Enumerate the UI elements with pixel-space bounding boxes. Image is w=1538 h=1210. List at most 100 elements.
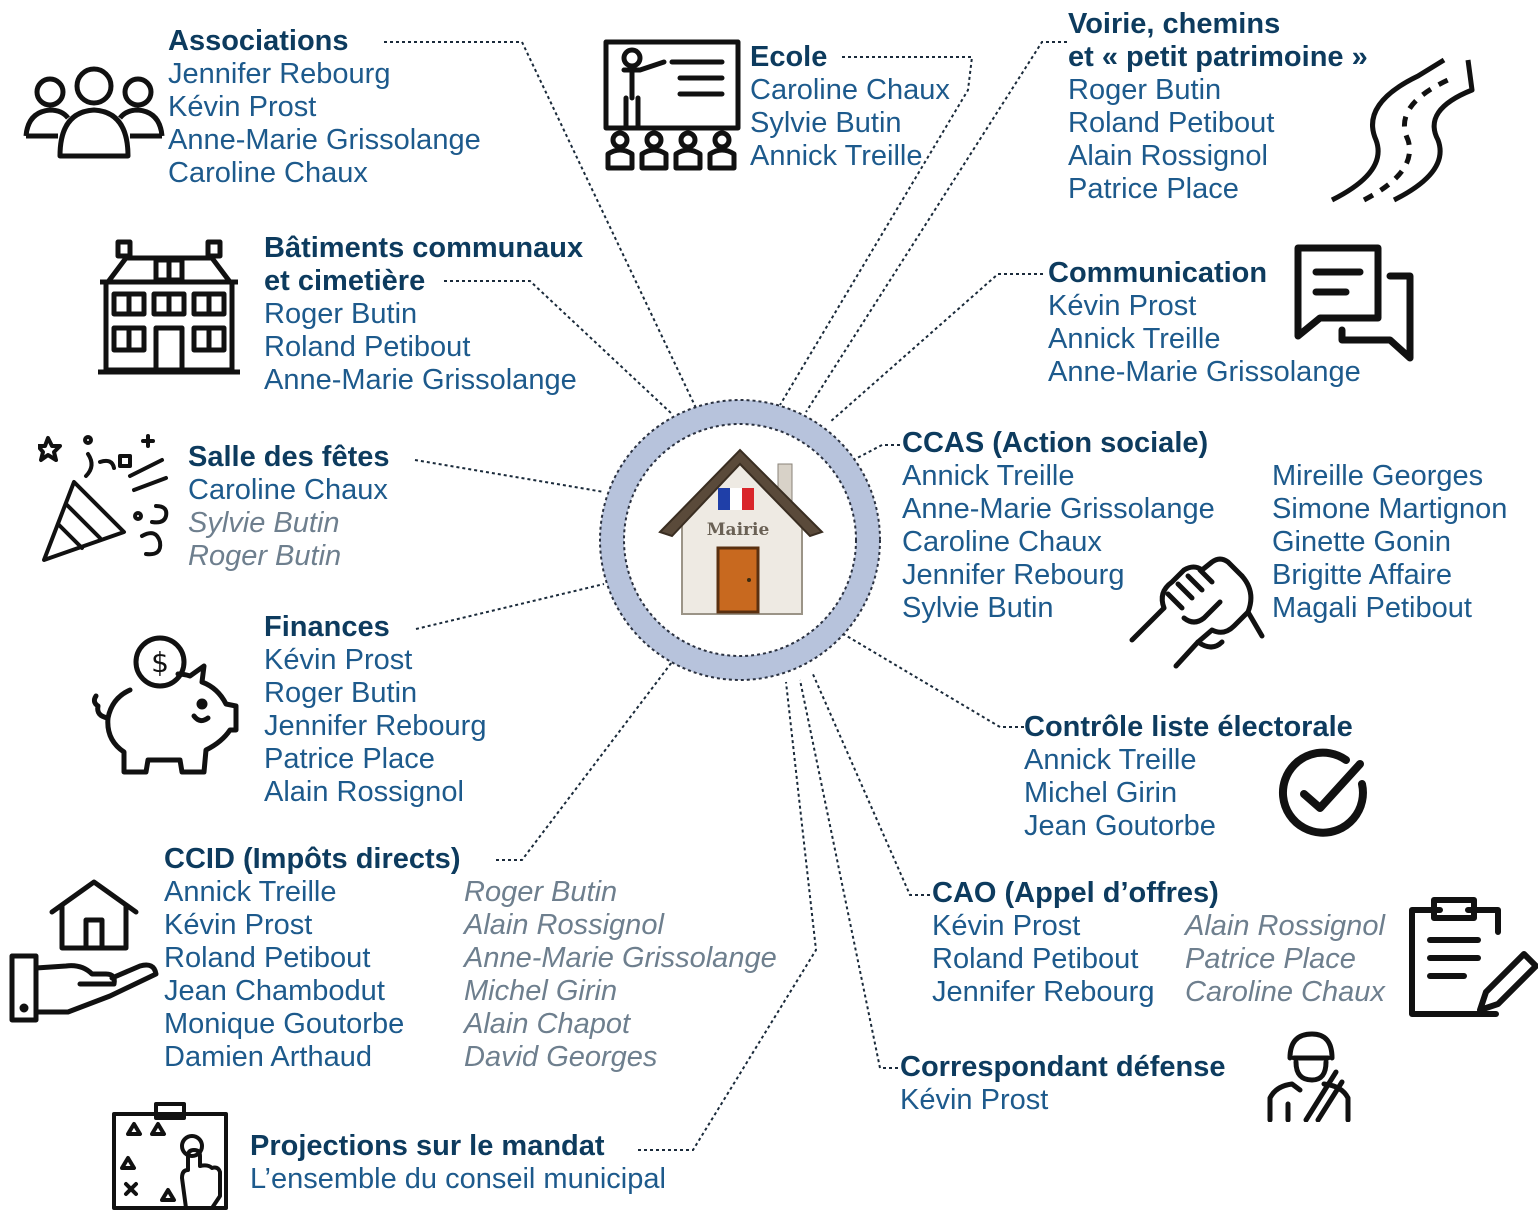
ecole-member: Sylvie Butin <box>750 107 902 139</box>
group-ecole: Ecole Caroline Chaux Sylvie Butin Annick… <box>750 41 950 173</box>
ccid-substitute: Anne-Marie Grissolange <box>464 942 777 974</box>
group-correspondant-defense: Correspondant défense Kévin Prost <box>900 1051 1226 1117</box>
finances-member: Kévin Prost <box>264 644 413 676</box>
ccid-substitute: David Georges <box>464 1041 658 1073</box>
connector-defense <box>799 679 898 1069</box>
ccid-substitute: Alain Rossignol <box>464 909 664 941</box>
group-associations: Associations Jennifer Rebourg Kévin Pros… <box>168 25 481 190</box>
batiments-member: Roger Butin <box>264 298 418 330</box>
ccas-member: Anne-Marie Grissolange <box>902 493 1215 525</box>
ccas-member: Mireille Georges <box>1272 460 1484 492</box>
connector-cao <box>811 671 930 896</box>
group-ccas-column2: Mireille Georges Simone Martignon Ginett… <box>1272 460 1507 625</box>
ccid-member: Monique Goutorbe <box>164 1008 405 1040</box>
cao-member: Roland Petibout <box>932 943 1139 975</box>
projections-member: L’ensemble du conseil municipal <box>250 1163 666 1195</box>
voirie-member: Patrice Place <box>1068 173 1239 205</box>
salle-substitute: Sylvie Butin <box>188 507 340 539</box>
building-icon <box>96 236 242 378</box>
ccas-member: Simone Martignon <box>1272 493 1508 525</box>
communication-member: Anne-Marie Grissolange <box>1048 356 1361 388</box>
group-salle-des-fetes: Salle des fêtes Caroline Chaux Sylvie Bu… <box>188 441 390 573</box>
handshake-icon <box>1128 542 1268 670</box>
cao-member: Jennifer Rebourg <box>932 976 1155 1008</box>
connector-batiments <box>444 280 673 415</box>
connector-finances <box>415 583 605 630</box>
defense-member: Kévin Prost <box>900 1084 1049 1116</box>
road-icon <box>1326 54 1476 204</box>
cao-substitute: Alain Rossignol <box>1185 910 1385 942</box>
controle-member: Michel Girin <box>1024 777 1178 809</box>
batiments-member: Anne-Marie Grissolange <box>264 364 577 396</box>
svg-text:$: $ <box>151 646 169 679</box>
communication-member: Kévin Prost <box>1048 290 1197 322</box>
voirie-title-line2: et « petit patrimoine » <box>1068 41 1368 73</box>
party-popper-icon <box>38 432 172 566</box>
voirie-member: Alain Rossignol <box>1068 140 1268 172</box>
ccid-title: CCID (Impôts directs) <box>164 843 461 875</box>
ccas-member: Caroline Chaux <box>902 526 1102 558</box>
ccid-member: Damien Arthaud <box>164 1041 372 1073</box>
salle-substitute: Roger Butin <box>188 540 342 572</box>
finances-member: Jennifer Rebourg <box>264 710 487 742</box>
ccas-member: Magali Petibout <box>1272 592 1472 624</box>
ccas-member: Jennifer Rebourg <box>902 559 1125 591</box>
piggy-bank-icon: $ <box>90 634 240 778</box>
ccas-member: Brigitte Affaire <box>1272 559 1453 591</box>
controle-member: Jean Goutorbe <box>1024 810 1216 842</box>
group-ccas: CCAS (Action sociale) Annick Treille Ann… <box>902 427 1215 625</box>
finances-member: Alain Rossignol <box>264 776 464 808</box>
salle-member: Caroline Chaux <box>188 474 388 506</box>
voirie-member: Roger Butin <box>1068 74 1222 106</box>
batiments-title-line1: Bâtiments communaux <box>264 232 584 264</box>
voirie-member: Roland Petibout <box>1068 107 1275 139</box>
ccas-member: Sylvie Butin <box>902 592 1054 624</box>
group-finances: Finances Kévin Prost Roger Butin Jennife… <box>264 611 486 809</box>
connector-communication <box>829 273 1043 423</box>
ccid-substitute: Alain Chapot <box>464 1008 631 1040</box>
teacher-class-icon <box>602 36 742 172</box>
ccas-member: Annick Treille <box>902 460 1075 492</box>
voirie-title-line1: Voirie, chemins <box>1068 8 1281 40</box>
ccid-member: Annick Treille <box>164 876 337 908</box>
finances-title: Finances <box>264 611 390 643</box>
mairie-label: Mairie <box>706 520 770 540</box>
finances-member: Patrice Place <box>264 743 435 775</box>
associations-member: Anne-Marie Grissolange <box>168 124 481 156</box>
cao-substitute: Patrice Place <box>1185 943 1356 975</box>
batiments-member: Roland Petibout <box>264 331 471 363</box>
strategy-board-icon <box>108 1100 232 1210</box>
check-circle-icon <box>1276 748 1372 840</box>
group-communication: Communication Kévin Prost Annick Treille… <box>1048 257 1361 389</box>
associations-title: Associations <box>168 25 349 57</box>
controle-member: Annick Treille <box>1024 744 1197 776</box>
projections-title: Projections sur le mandat <box>250 1130 605 1162</box>
connector-associations <box>384 41 697 409</box>
ccas-title: CCAS (Action sociale) <box>902 427 1209 459</box>
house-hand-icon <box>8 878 160 1026</box>
connector-controle <box>839 631 1024 728</box>
ccid-substitute: Michel Girin <box>464 975 618 1007</box>
controle-title: Contrôle liste électorale <box>1024 711 1353 743</box>
group-ccid: CCID (Impôts directs) Annick Treille Kév… <box>164 843 460 1074</box>
salle-title: Salle des fêtes <box>188 441 390 473</box>
cao-title: CAO (Appel d’offres) <box>932 877 1219 909</box>
ccid-member: Kévin Prost <box>164 909 313 941</box>
connector-salle <box>414 459 605 493</box>
cao-substitute: Caroline Chaux <box>1185 976 1385 1008</box>
group-cao-substitutes: Alain Rossignol Patrice Place Caroline C… <box>1185 910 1385 1009</box>
batiments-title-line2: et cimetière <box>264 265 426 297</box>
ecole-member: Caroline Chaux <box>750 74 950 106</box>
cao-member: Kévin Prost <box>932 910 1081 942</box>
soldier-icon <box>1266 1028 1352 1122</box>
clipboard-pencil-icon <box>1404 892 1538 1022</box>
people-group-icon <box>22 66 166 160</box>
communication-title: Communication <box>1048 257 1268 289</box>
associations-member: Jennifer Rebourg <box>168 58 391 90</box>
associations-member: Kévin Prost <box>168 91 317 123</box>
ecole-member: Annick Treille <box>750 140 923 172</box>
defense-title: Correspondant défense <box>900 1051 1226 1083</box>
ecole-title: Ecole <box>750 41 828 73</box>
ccid-member: Jean Chambodut <box>164 975 385 1007</box>
